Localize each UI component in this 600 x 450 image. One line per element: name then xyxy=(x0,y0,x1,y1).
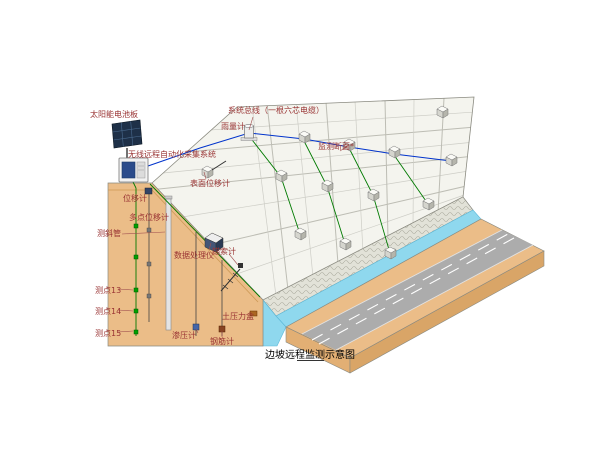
earth-pressure-box-node xyxy=(249,310,258,317)
diagram-caption: 边坡远程监测示意图 xyxy=(265,350,355,361)
solar-panel xyxy=(111,119,143,160)
seepage-borehole xyxy=(192,232,200,336)
displacement-borehole xyxy=(144,187,153,322)
label-wireless-system: 无线远程自动化采集系统 xyxy=(128,150,216,159)
label-earth-pressure-box: 土压力盒 xyxy=(222,312,254,321)
road-centerline xyxy=(318,237,515,345)
road xyxy=(301,229,534,351)
acquisition-cabinet xyxy=(118,157,149,183)
label-rebar-meter: 钢筋计 xyxy=(210,337,234,346)
ground-block xyxy=(285,218,545,374)
label-inclinometer: 测斜管 xyxy=(97,229,121,238)
measure-point-15 xyxy=(133,329,139,335)
label-multipoint: 多点位移计 xyxy=(129,213,169,222)
slope-grid xyxy=(152,97,474,297)
road-centerline xyxy=(311,233,509,341)
label-seepage-meter: 渗压计 xyxy=(172,331,196,340)
label-solar-panel: 太阳能电池板 xyxy=(90,110,138,119)
label-point-13: 测点13 xyxy=(95,286,122,295)
label-data-processor: 数据处理仪 xyxy=(174,251,214,260)
multipoint-displacement-borehole xyxy=(132,181,139,336)
label-point-14: 测点14 xyxy=(95,307,122,316)
rain-gauge-icon xyxy=(240,124,258,141)
label-displacement: 位移计 xyxy=(123,194,147,203)
caption-underline xyxy=(297,360,324,361)
measure-point-14 xyxy=(133,308,139,314)
anchor-cable xyxy=(220,263,243,292)
surface-displacement-device xyxy=(201,160,227,179)
label-rain-gauge: 雨量计 xyxy=(221,122,245,131)
label-surface-displacement: 表面位移计 xyxy=(190,179,230,188)
label-anchor-meter: 锚索计 xyxy=(212,247,236,256)
measure-point-13 xyxy=(133,287,139,293)
boreholes xyxy=(132,181,258,336)
inclinometer-tube xyxy=(164,195,173,331)
label-monitoring-section: 监测断面* xyxy=(318,142,354,151)
leader-lines xyxy=(117,116,350,337)
label-system-bus: 系统总线（一根六芯电缆） xyxy=(228,106,324,115)
label-point-15: 测点15 xyxy=(95,329,122,338)
